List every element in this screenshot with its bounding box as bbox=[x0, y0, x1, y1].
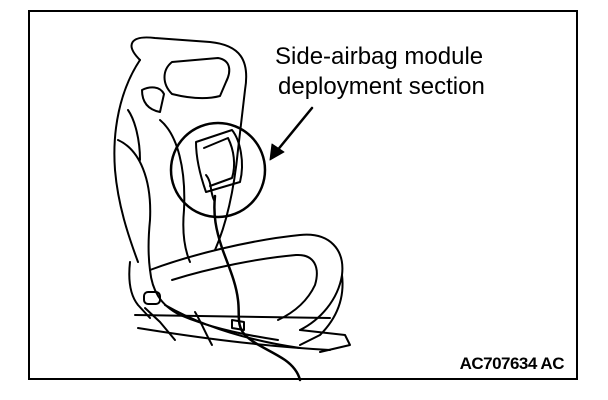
magnified-detail-circle bbox=[169, 121, 267, 219]
seat-rail-3 bbox=[144, 307, 176, 341]
airbag-module-seam bbox=[203, 137, 236, 187]
headrest-opening bbox=[163, 57, 231, 100]
module-wire bbox=[205, 174, 215, 201]
seat-slider-lever bbox=[194, 311, 213, 346]
headrest-slot bbox=[141, 86, 165, 113]
harness-connector bbox=[231, 319, 245, 331]
seat-base-left bbox=[128, 261, 151, 319]
callout-label-line2: deployment section bbox=[278, 73, 485, 100]
airbag-module-outline bbox=[195, 129, 243, 193]
seat-back-side-bolster bbox=[117, 139, 152, 271]
seat-back-outline bbox=[130, 36, 248, 251]
seat-cushion-front bbox=[299, 274, 344, 346]
seat-back-contour bbox=[127, 109, 141, 161]
callout-arrow-line bbox=[274, 106, 314, 154]
figure-code: AC707634 AC bbox=[459, 354, 565, 373]
seat-back-left-edge bbox=[113, 59, 141, 263]
seat-rail-2 bbox=[137, 327, 331, 351]
seat-rail-1 bbox=[134, 314, 331, 319]
seat-back-inner-bolster bbox=[159, 119, 191, 263]
callout-arrow-head bbox=[269, 143, 285, 161]
recliner-knob bbox=[143, 291, 161, 305]
seat-cushion-side bbox=[149, 269, 279, 341]
rail-front bbox=[299, 329, 351, 353]
seat-cushion-top bbox=[149, 233, 344, 331]
airbag-harness bbox=[213, 194, 302, 382]
callout-label-line1: Side-airbag module bbox=[275, 43, 484, 70]
seat-cushion-bottom bbox=[164, 304, 301, 349]
seat-cushion-inner bbox=[171, 253, 318, 321]
